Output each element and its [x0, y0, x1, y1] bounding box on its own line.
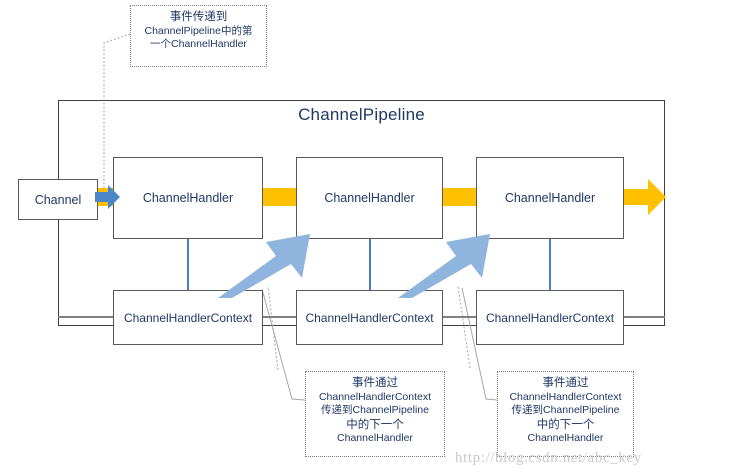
context-to-next-handler-arrow-1	[218, 234, 310, 298]
callout-top-line-1: 事件传递到	[169, 11, 228, 23]
callout-mid-line-1: 事件通过	[352, 377, 398, 389]
channel-handler-label-1: ChannelHandler	[142, 191, 234, 205]
context-connector-left	[58, 316, 113, 318]
channel-handler-box-1: ChannelHandler	[113, 157, 263, 239]
flow-bar-2-3	[443, 188, 477, 206]
callout-mid-line-5: ChannelHandler	[337, 432, 413, 445]
handler-context-link-3	[549, 238, 551, 290]
callout-right-line-1: 事件通过	[542, 377, 589, 389]
callout-top-line-2: ChannelPipeline中的第	[144, 24, 253, 37]
callout-mid-line-4: 中的下一个	[346, 418, 404, 431]
context-connector-right	[624, 316, 665, 318]
channel-handler-label-3: ChannelHandler	[504, 191, 596, 205]
callout-next-handler-middle: 事件通过 ChannelHandlerContext 传递到ChannelPip…	[305, 371, 445, 457]
flow-bar-1-2	[263, 188, 297, 206]
context-to-next-handler-arrow-2	[398, 234, 490, 298]
handler-context-link-1	[187, 238, 189, 290]
inbound-arrow-icon	[95, 185, 120, 209]
channel-handler-label-2: ChannelHandler	[324, 191, 415, 205]
channel-box: Channel	[18, 179, 98, 220]
callout-first-handler: 事件传递到 ChannelPipeline中的第 一个ChannelHandle…	[130, 5, 267, 67]
callout-right-line-5: ChannelHandler	[527, 432, 604, 445]
channel-handler-box-3: ChannelHandler	[476, 157, 624, 239]
callout-mid-line-3: 传递到ChannelPipeline	[321, 404, 429, 417]
channel-handler-context-box-3: ChannelHandlerContext	[476, 290, 624, 345]
leader-right-callout-dotted	[457, 285, 471, 369]
handler-context-link-2	[369, 238, 371, 290]
channel-handler-box-2: ChannelHandler	[296, 157, 443, 239]
channel-handler-context-box-1: ChannelHandlerContext	[113, 290, 263, 345]
context-connector-2-3	[443, 316, 476, 318]
callout-right-line-4: 中的下一个	[536, 418, 595, 431]
leader-middle-callout	[261, 288, 306, 401]
callout-right-line-2: ChannelHandlerContext	[509, 390, 622, 403]
channel-pipeline-title: ChannelPipeline	[298, 105, 425, 124]
watermark: http://blog.csdn.net/abc_key	[455, 450, 642, 466]
outbound-arrow-icon	[624, 179, 666, 215]
channel-label: Channel	[34, 192, 82, 207]
callout-top-line-3: 一个ChannelHandler	[150, 38, 247, 51]
channel-handler-context-label-3: ChannelHandlerContext	[485, 310, 615, 325]
callout-right-line-3: 传递到ChannelPipeline	[511, 404, 620, 417]
channel-handler-context-label-2: ChannelHandlerContext	[305, 310, 434, 325]
channel-handler-context-box-2: ChannelHandlerContext	[296, 290, 443, 345]
channel-handler-context-label-1: ChannelHandlerContext	[123, 310, 253, 325]
leader-top-callout	[103, 33, 131, 197]
leader-right-callout	[461, 287, 498, 401]
context-connector-1-2	[263, 316, 296, 318]
callout-mid-line-2: ChannelHandlerContext	[318, 390, 432, 403]
callout-next-handler-right: 事件通过 ChannelHandlerContext 传递到ChannelPip…	[497, 371, 634, 457]
